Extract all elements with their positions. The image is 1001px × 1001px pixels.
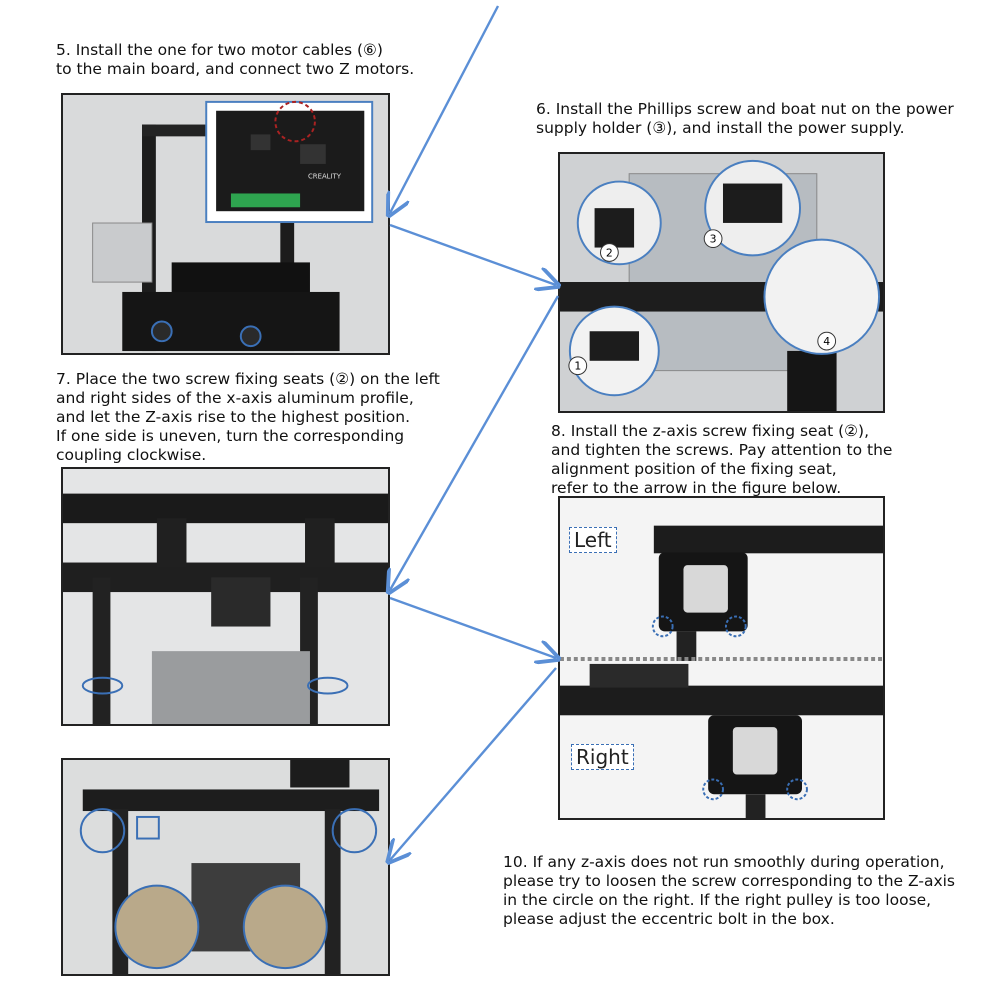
- photo-step-8-seat-alignment: Left Right: [558, 496, 885, 820]
- arrow-line-1: [390, 5, 500, 213]
- board-label: CREALITY: [308, 173, 342, 181]
- photo-step-5-mainboard: CREALITY: [61, 93, 390, 355]
- arrow-line-2: [389, 223, 556, 285]
- callout-3: 3: [710, 233, 717, 246]
- arrow-line-5: [390, 667, 557, 860]
- callout-4: 4: [823, 335, 830, 348]
- step-6-text: 6. Install the Phillips screw and boat n…: [536, 100, 954, 137]
- step-10-text: 10. If any z-axis does not run smoothly …: [503, 853, 955, 928]
- callout-1: 1: [574, 360, 581, 373]
- callout-2: 2: [606, 246, 613, 259]
- step-5-text: 5. Install the one for two motor cables …: [56, 41, 415, 78]
- arrow-line-4: [389, 596, 556, 658]
- photo-step-7-x-axis: [61, 467, 390, 726]
- step-7-text: 7. Place the two screw fixing seats (②) …: [56, 370, 440, 464]
- left-label: Left: [569, 527, 617, 553]
- photo-step-10-z-axis: [61, 758, 390, 976]
- photo-step-6-power-supply: 2 3 4 1: [558, 152, 885, 413]
- right-label: Right: [571, 744, 634, 770]
- step-8-text: 8. Install the z-axis screw fixing seat …: [551, 422, 893, 497]
